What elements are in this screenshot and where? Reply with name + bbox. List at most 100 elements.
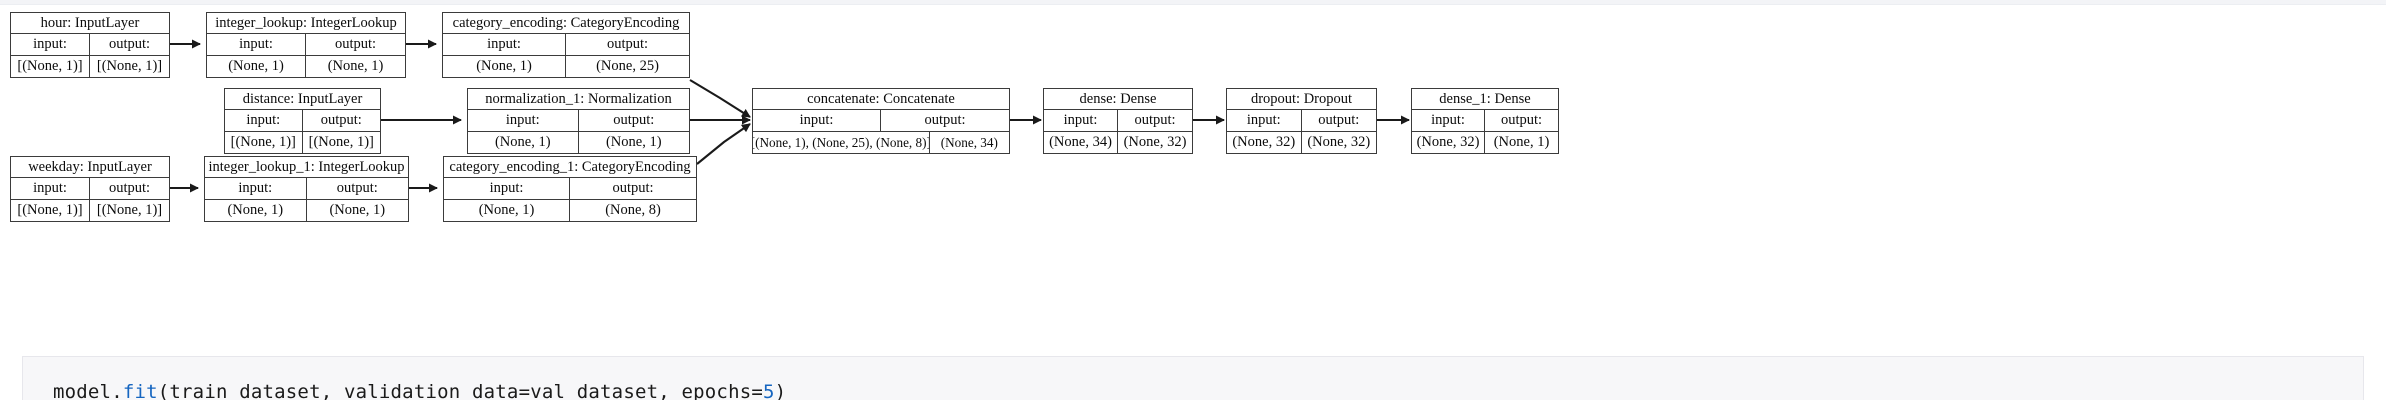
input-label: input: xyxy=(225,110,303,131)
node-weekday: weekday: InputLayer input: output: [(Non… xyxy=(10,156,170,222)
node-integer-lookup-1: integer_lookup_1: IntegerLookup input: o… xyxy=(204,156,409,222)
node-distance: distance: InputLayer input: output: [(No… xyxy=(224,88,381,154)
output-shape: (None, 32) xyxy=(1307,134,1371,151)
node-title: hour: InputLayer xyxy=(11,13,169,35)
node-io-shapes: [(None, 1)] [(None, 1)] xyxy=(11,199,169,221)
output-label: output: xyxy=(612,180,654,197)
node-normalization-1: normalization_1: Normalization input: ou… xyxy=(467,88,690,154)
output-shape: (None, 1) xyxy=(329,202,386,219)
output-shape: [(None, 1)] xyxy=(96,58,163,75)
input-label: input: xyxy=(468,110,579,131)
output-label: output: xyxy=(108,36,151,53)
node-title: dropout: Dropout xyxy=(1227,89,1376,111)
input-label: input: xyxy=(11,178,90,199)
output-shape: [(None, 1)] xyxy=(96,202,163,219)
input-label: input: xyxy=(205,178,307,199)
output-shape: (None, 34) xyxy=(940,134,998,150)
input-shape: (None, 1) xyxy=(205,199,307,221)
notebook-output-separator xyxy=(0,0,2386,5)
input-shape: [(None, 1)] xyxy=(225,131,303,153)
node-io-shapes: (None, 32) (None, 1) xyxy=(1412,131,1558,153)
node-io-header: input: output: xyxy=(1227,110,1376,132)
node-title: category_encoding: CategoryEncoding xyxy=(443,13,689,35)
input-shape: [(None, 1)] xyxy=(11,55,90,77)
output-label: output: xyxy=(606,36,649,53)
node-title: integer_lookup: IntegerLookup xyxy=(207,13,405,35)
code-args: (train_dataset, validation_data=val_data… xyxy=(157,381,763,400)
input-label: input: xyxy=(207,34,306,55)
node-integer-lookup: integer_lookup: IntegerLookup input: out… xyxy=(206,12,406,78)
code-object: model. xyxy=(53,381,123,400)
output-label: output: xyxy=(1134,112,1176,129)
input-label: input: xyxy=(443,34,566,55)
input-label: input: xyxy=(11,34,90,55)
code-line: model.fit(train_dataset, validation_data… xyxy=(53,381,786,400)
output-shape: (None, 32) xyxy=(1123,134,1187,151)
output-label: output: xyxy=(1500,112,1543,129)
node-title: distance: InputLayer xyxy=(225,89,380,111)
input-shape: (None, 32) xyxy=(1227,131,1302,153)
node-io-header: input: output: xyxy=(11,34,169,56)
input-shape: (None, 1) xyxy=(444,199,570,221)
input-shape: (None, 1) xyxy=(443,55,566,77)
node-io-header: input: output: xyxy=(468,110,689,132)
input-label: input: xyxy=(753,110,881,131)
node-io-header: input: output: xyxy=(444,178,696,200)
output-label: output: xyxy=(334,36,377,53)
output-shape: (None, 25) xyxy=(596,58,659,75)
input-shape: (None, 1) xyxy=(468,131,579,153)
node-title: dense: Dense xyxy=(1044,89,1192,111)
output-label: output: xyxy=(924,112,966,129)
node-title: category_encoding_1: CategoryEncoding xyxy=(444,157,696,179)
node-io-header: input: output: xyxy=(443,34,689,56)
node-title: concatenate: Concatenate xyxy=(753,89,1009,111)
input-label: input: xyxy=(444,178,570,199)
node-io-header: input: output: xyxy=(1412,110,1558,132)
node-io-header: input: output: xyxy=(205,178,408,200)
output-label: output: xyxy=(336,180,378,197)
output-shape: (None, 1) xyxy=(327,58,384,75)
input-label: input: xyxy=(1227,110,1302,131)
output-shape: (None, 1) xyxy=(605,134,662,151)
node-category-encoding: category_encoding: CategoryEncoding inpu… xyxy=(442,12,690,78)
node-io-header: input: output: xyxy=(11,178,169,200)
node-io-shapes: [(None, 1), (None, 25), (None, 8)] (None… xyxy=(753,131,1009,153)
node-io-shapes: (None, 1) (None, 1) xyxy=(468,131,689,153)
node-io-header: input: output: xyxy=(207,34,405,56)
input-shape: [(None, 1)] xyxy=(11,199,90,221)
output-label: output: xyxy=(108,180,151,197)
input-label: input: xyxy=(1044,110,1118,131)
node-io-shapes: (None, 1) (None, 1) xyxy=(207,55,405,77)
node-io-header: input: output: xyxy=(225,110,380,132)
code-args-close: ) xyxy=(774,381,787,400)
model-graph: hour: InputLayer input: output: [(None, … xyxy=(0,4,2386,320)
output-label: output: xyxy=(1318,112,1360,129)
node-hour: hour: InputLayer input: output: [(None, … xyxy=(10,12,170,78)
node-io-header: input: output: xyxy=(753,110,1009,132)
code-epochs-value: 5 xyxy=(763,381,775,400)
input-shape: (None, 34) xyxy=(1044,131,1118,153)
node-io-shapes: [(None, 1)] [(None, 1)] xyxy=(225,131,380,153)
input-shape: (None, 32) xyxy=(1412,131,1485,153)
node-io-shapes: (None, 1) (None, 8) xyxy=(444,199,696,221)
node-title: weekday: InputLayer xyxy=(11,157,169,179)
node-dropout: dropout: Dropout input: output: (None, 3… xyxy=(1226,88,1377,154)
node-io-shapes: (None, 32) (None, 32) xyxy=(1227,131,1376,153)
node-category-encoding-1: category_encoding_1: CategoryEncoding in… xyxy=(443,156,697,222)
output-shape: (None, 1) xyxy=(1493,134,1550,151)
node-io-shapes: (None, 1) (None, 1) xyxy=(205,199,408,221)
output-label: output: xyxy=(320,112,362,129)
node-io-shapes: (None, 34) (None, 32) xyxy=(1044,131,1192,153)
node-dense: dense: Dense input: output: (None, 34) (… xyxy=(1043,88,1193,154)
node-io-header: input: output: xyxy=(1044,110,1192,132)
code-method: fit xyxy=(122,381,158,400)
notebook-code-cell[interactable]: model.fit(train_dataset, validation_data… xyxy=(22,356,2364,400)
input-shape: (None, 1) xyxy=(207,55,306,77)
input-shape: [(None, 1), (None, 25), (None, 8)] xyxy=(753,131,930,153)
node-concatenate: concatenate: Concatenate input: output: … xyxy=(752,88,1010,154)
node-title: normalization_1: Normalization xyxy=(468,89,689,111)
input-label: input: xyxy=(1412,110,1485,131)
node-dense-1: dense_1: Dense input: output: (None, 32)… xyxy=(1411,88,1559,154)
node-title: dense_1: Dense xyxy=(1412,89,1558,111)
